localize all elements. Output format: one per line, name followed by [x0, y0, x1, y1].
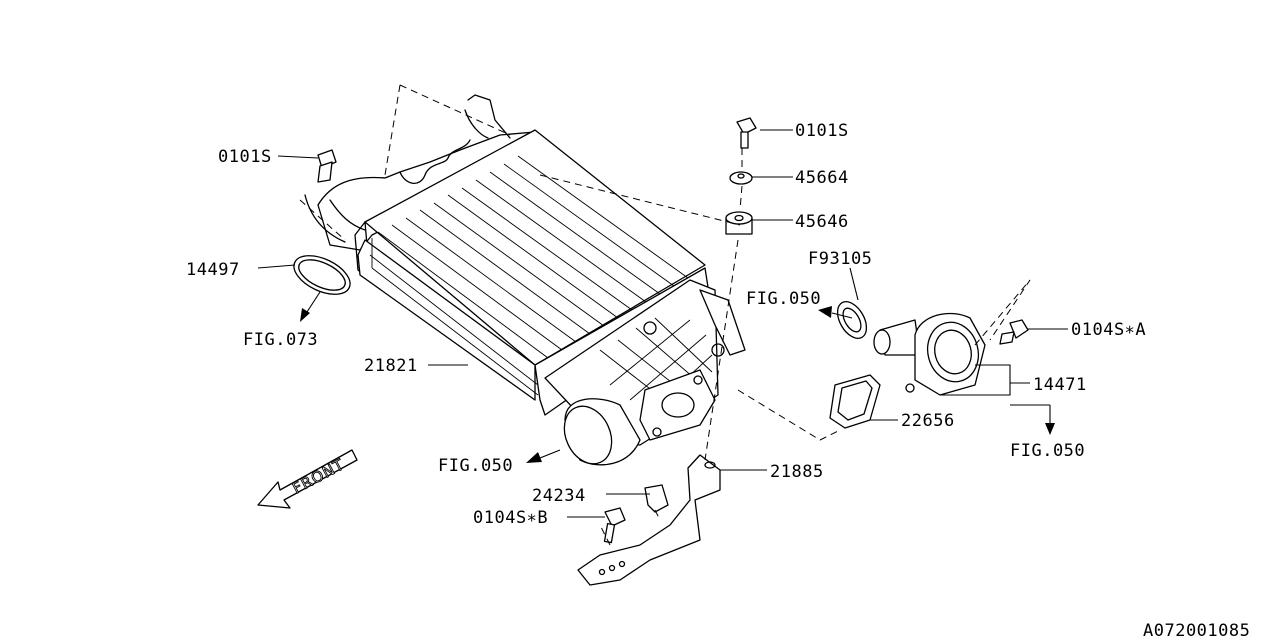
label-bolt-left: 0101S — [218, 147, 272, 167]
bracket-drawing — [577, 454, 721, 586]
label-bolt-top: 0101S — [795, 121, 849, 141]
label-bracket: 21885 — [770, 462, 824, 482]
bolt-a-drawing — [999, 319, 1029, 345]
bracket-clip-drawing — [644, 484, 669, 513]
duct-drawing — [905, 312, 986, 396]
label-duct: 14471 — [1033, 375, 1087, 395]
gasket-ring-drawing — [293, 255, 351, 295]
label-bolt-b: 0104S∗B — [473, 508, 548, 528]
label-bolt-a: 0104S∗A — [1071, 320, 1146, 340]
label-fig-outlet: FIG.050 — [438, 456, 513, 476]
bolt-b-drawing — [603, 507, 626, 544]
dashed-relation-lines — [299, 84, 1031, 546]
clip-hose-drawing — [836, 301, 921, 356]
bolt-left-drawing — [317, 149, 337, 183]
intercooler-drawing — [304, 94, 746, 466]
label-front: FRONT — [289, 455, 347, 497]
arrows — [257, 291, 1055, 509]
label-fig-ring: FIG.073 — [243, 330, 318, 350]
label-gasket-duct: 22656 — [901, 411, 955, 431]
leader-lines — [257, 129, 1068, 518]
label-bracket-clip: 24234 — [532, 486, 586, 506]
label-fig-hose: FIG.050 — [746, 289, 821, 309]
label-gasket-ring: 14497 — [186, 260, 240, 280]
label-grommet: 45646 — [795, 212, 849, 232]
label-washer: 45664 — [795, 168, 849, 188]
label-clip: F93105 — [808, 249, 872, 269]
hardware-column-drawing — [725, 117, 757, 235]
label-fig-duct: FIG.050 — [1010, 441, 1085, 461]
label-intercooler: 21821 — [364, 356, 418, 376]
catalog-id: A072001085 — [1143, 621, 1250, 640]
